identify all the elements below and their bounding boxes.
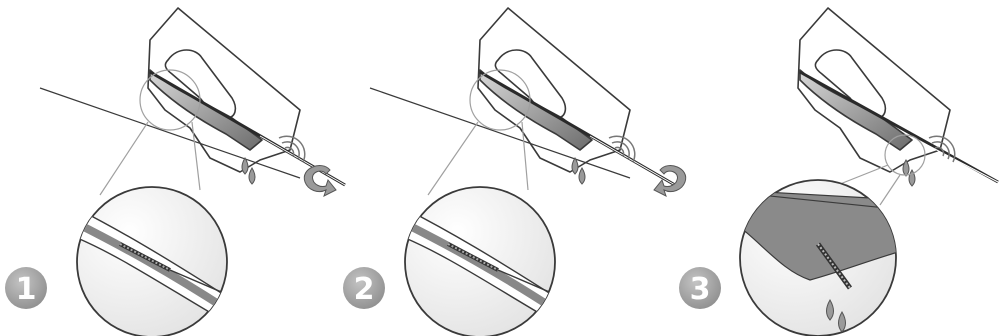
step-3-number: 3 xyxy=(690,272,711,307)
step-1-badge: 1 xyxy=(5,267,47,309)
rotation-arrow-icon xyxy=(304,166,336,196)
step-1-number: 1 xyxy=(16,272,37,307)
step-1-panel: 1 xyxy=(5,8,345,336)
step-3-panel: 3 xyxy=(679,8,998,336)
step-2-number: 2 xyxy=(354,272,375,307)
step-2-panel: 2 xyxy=(343,8,686,336)
tooth-icon xyxy=(798,8,950,172)
step-3-badge: 3 xyxy=(679,267,721,309)
step-2-badge: 2 xyxy=(343,267,385,309)
